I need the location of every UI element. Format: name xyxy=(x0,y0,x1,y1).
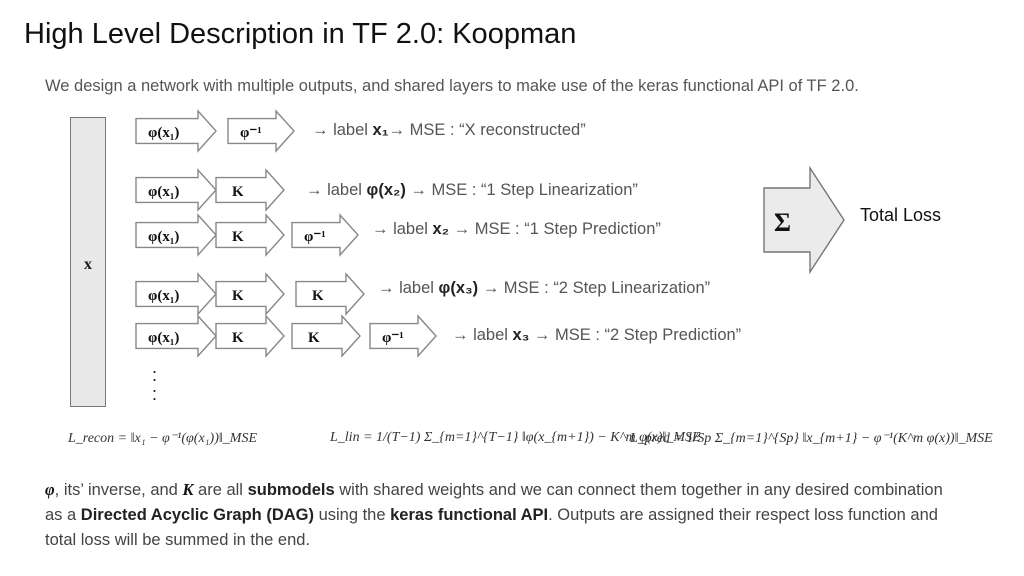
row-5-block-2-label: K xyxy=(232,330,244,346)
row-4-block-3-label: K xyxy=(312,288,324,304)
row-3-block-3-label: φ⁻¹ xyxy=(304,229,326,245)
row-5-block-4 xyxy=(369,314,437,358)
row-1-output-label: → label x₁→ MSE : “X reconstructed” xyxy=(312,121,586,139)
row-2-block-2 xyxy=(215,168,285,212)
row-4-block-2-label: K xyxy=(232,288,244,304)
page-title: High Level Description in TF 2.0: Koopma… xyxy=(24,18,577,50)
continuation-dots: : : xyxy=(152,365,158,404)
row-1-block-2 xyxy=(227,109,295,153)
row-1-block-1-label: φ(x₁) xyxy=(148,125,179,141)
row-3-block-1 xyxy=(135,213,217,257)
row-3-block-1-label: φ(x₁) xyxy=(148,229,179,245)
row-2-block-1 xyxy=(135,168,217,212)
row-2-block-1-label: φ(x₁) xyxy=(148,184,179,200)
row-5-block-1-label: φ(x₁) xyxy=(148,330,179,346)
total-loss-label: Total Loss xyxy=(860,205,942,225)
row-2-block-2-label: K xyxy=(232,184,244,200)
row-5-output-label: → label x₃ → MSE : “2 Step Prediction” xyxy=(452,326,742,344)
row-3-output-label: → label x₂ → MSE : “1 Step Prediction” xyxy=(372,220,661,238)
sum-arrow xyxy=(763,165,845,275)
row-4-output-label: → label φ(x₃) → MSE : “2 Step Linearizat… xyxy=(378,279,711,297)
input-x-block xyxy=(70,117,106,407)
row-4-block-3 xyxy=(295,272,365,316)
row-4-block-1-label: φ(x₁) xyxy=(148,288,179,304)
recon-loss-formula: L_recon = ‖x₁ − φ⁻¹(φ(x₁))‖_MSE xyxy=(68,431,257,446)
description-paragraph: φ, its’ inverse, and K are all submodels… xyxy=(45,480,943,549)
pred-loss-formula: L_pred = 1/Sp Σ_{m=1}^{Sp} ‖x_{m+1} − φ⁻… xyxy=(630,431,993,446)
subtitle: We design a network with multiple output… xyxy=(45,77,859,95)
input-x-label: x xyxy=(84,256,92,273)
sum-symbol: Σ xyxy=(774,208,791,237)
row-5-block-2 xyxy=(215,314,285,358)
row-1-block-2-label: φ⁻¹ xyxy=(240,125,262,141)
row-3-block-2-label: K xyxy=(232,229,244,245)
row-5-block-4-label: φ⁻¹ xyxy=(382,330,404,346)
lin-loss-formula: L_lin = 1/(T−1) Σ_{m=1}^{T−1} ‖φ(x_{m+1}… xyxy=(330,430,701,445)
row-4-block-1 xyxy=(135,272,217,316)
row-3-block-2 xyxy=(215,213,285,257)
row-5-block-1 xyxy=(135,314,217,358)
row-1-block-1 xyxy=(135,109,217,153)
row-4-block-2 xyxy=(215,272,285,316)
row-2-output-label: → label φ(x₂) → MSE : “1 Step Linearizat… xyxy=(306,181,638,199)
row-3-block-3 xyxy=(291,213,359,257)
row-5-block-3-label: K xyxy=(308,330,320,346)
row-5-block-3 xyxy=(291,314,361,358)
